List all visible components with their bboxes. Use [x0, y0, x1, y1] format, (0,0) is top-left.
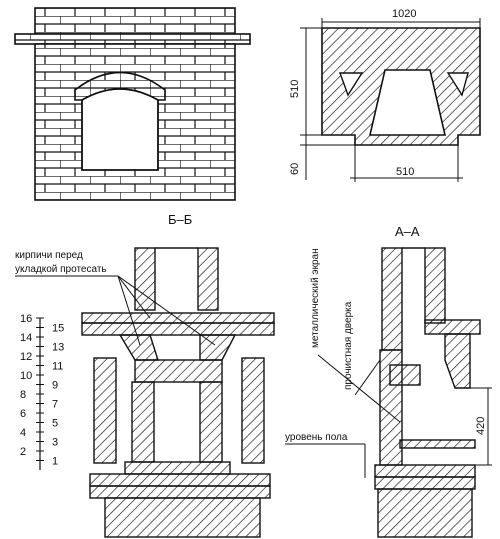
scale-label-even: 6 — [20, 408, 26, 420]
scale-label-odd: 7 — [52, 399, 58, 411]
scale-label-odd: 13 — [52, 342, 64, 354]
dim-width-top: 1020 — [392, 8, 416, 20]
dim-width-bottom: 510 — [396, 166, 414, 178]
note-trim-bricks-2: укладкой протесать — [15, 264, 107, 275]
scale-label-odd: 1 — [52, 456, 58, 468]
section-aa: 420 — [374, 247, 492, 538]
note-trim-bricks-1: кирпичи перед — [15, 250, 83, 261]
dim-height-left: 510 — [289, 80, 301, 98]
row-scale: 16 14 12 10 8 6 4 2 15 13 11 9 7 5 3 1 — [20, 313, 64, 470]
scale-label-even: 4 — [20, 427, 26, 439]
dim-420: 420 — [475, 417, 487, 435]
note-fire-door: прочистная дверка — [343, 301, 354, 390]
note-floor-level: уровень пола — [285, 432, 348, 443]
scale-label-odd: 3 — [52, 437, 58, 449]
front-elevation — [14, 7, 251, 201]
scale-label-odd: 15 — [52, 323, 64, 335]
scale-label-even: 10 — [20, 370, 32, 382]
scale-label-even: 16 — [20, 313, 32, 325]
note-metal-screen: металлический экран — [310, 248, 321, 348]
scale-label-odd: 9 — [52, 380, 58, 392]
scale-label-even: 12 — [20, 351, 32, 363]
scale-label-odd: 11 — [52, 361, 63, 373]
dim-base-left: 60 — [289, 163, 301, 175]
scale-label-odd: 5 — [52, 418, 58, 430]
scale-label-even: 8 — [20, 389, 26, 401]
scale-label-even: 2 — [20, 446, 26, 458]
section-bb-title: Б–Б — [168, 212, 192, 227]
section-bb — [81, 247, 275, 538]
plan-view: 1020 510 60 510 — [289, 8, 481, 182]
section-aa-title: А–А — [395, 224, 420, 239]
scale-label-even: 14 — [20, 332, 32, 344]
